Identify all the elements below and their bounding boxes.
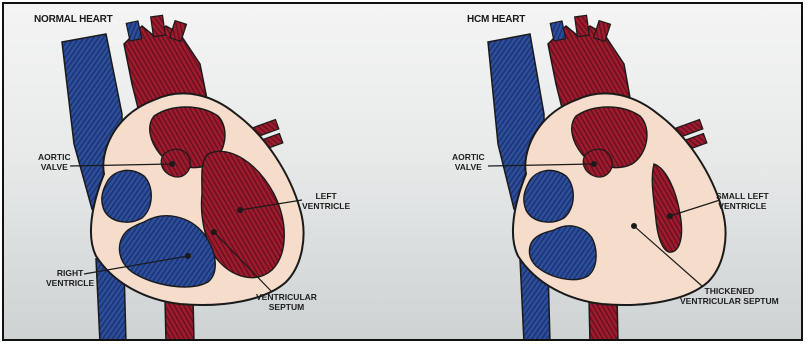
hcm-aorta-branch-3 [594,21,611,42]
hcm-right-atrium [524,170,573,222]
label-right-ventricle: RIGHT VENTRICLE [46,268,94,288]
hcm-label-thickened-septum: THICKENED VENTRICULAR SEPTUM [680,286,779,306]
normal-heart-panel: NORMAL HEART [4,4,402,339]
label-ventricular-septum: VENTRICULAR SEPTUM [256,292,317,312]
diagram-frame: NORMAL HEART [2,2,803,341]
aorta-branch-1 [126,21,141,41]
aorta-branch-2 [151,15,166,36]
normal-heart-illustration [4,4,402,341]
right-atrium [102,170,151,222]
hcm-aorta-branch-1 [550,21,565,41]
hcm-heart-panel: HCM HEART [404,4,801,339]
hcm-label-small-left-ventricle: SMALL LEFT VENTRICLE [716,191,769,211]
aorta-branch-3 [170,21,187,42]
label-left-ventricle: LEFT VENTRICLE [302,191,350,211]
label-aortic-valve: AORTIC VALVE [38,152,71,172]
hcm-aorta-branch-2 [575,15,590,36]
hcm-label-aortic-valve: AORTIC VALVE [452,152,485,172]
